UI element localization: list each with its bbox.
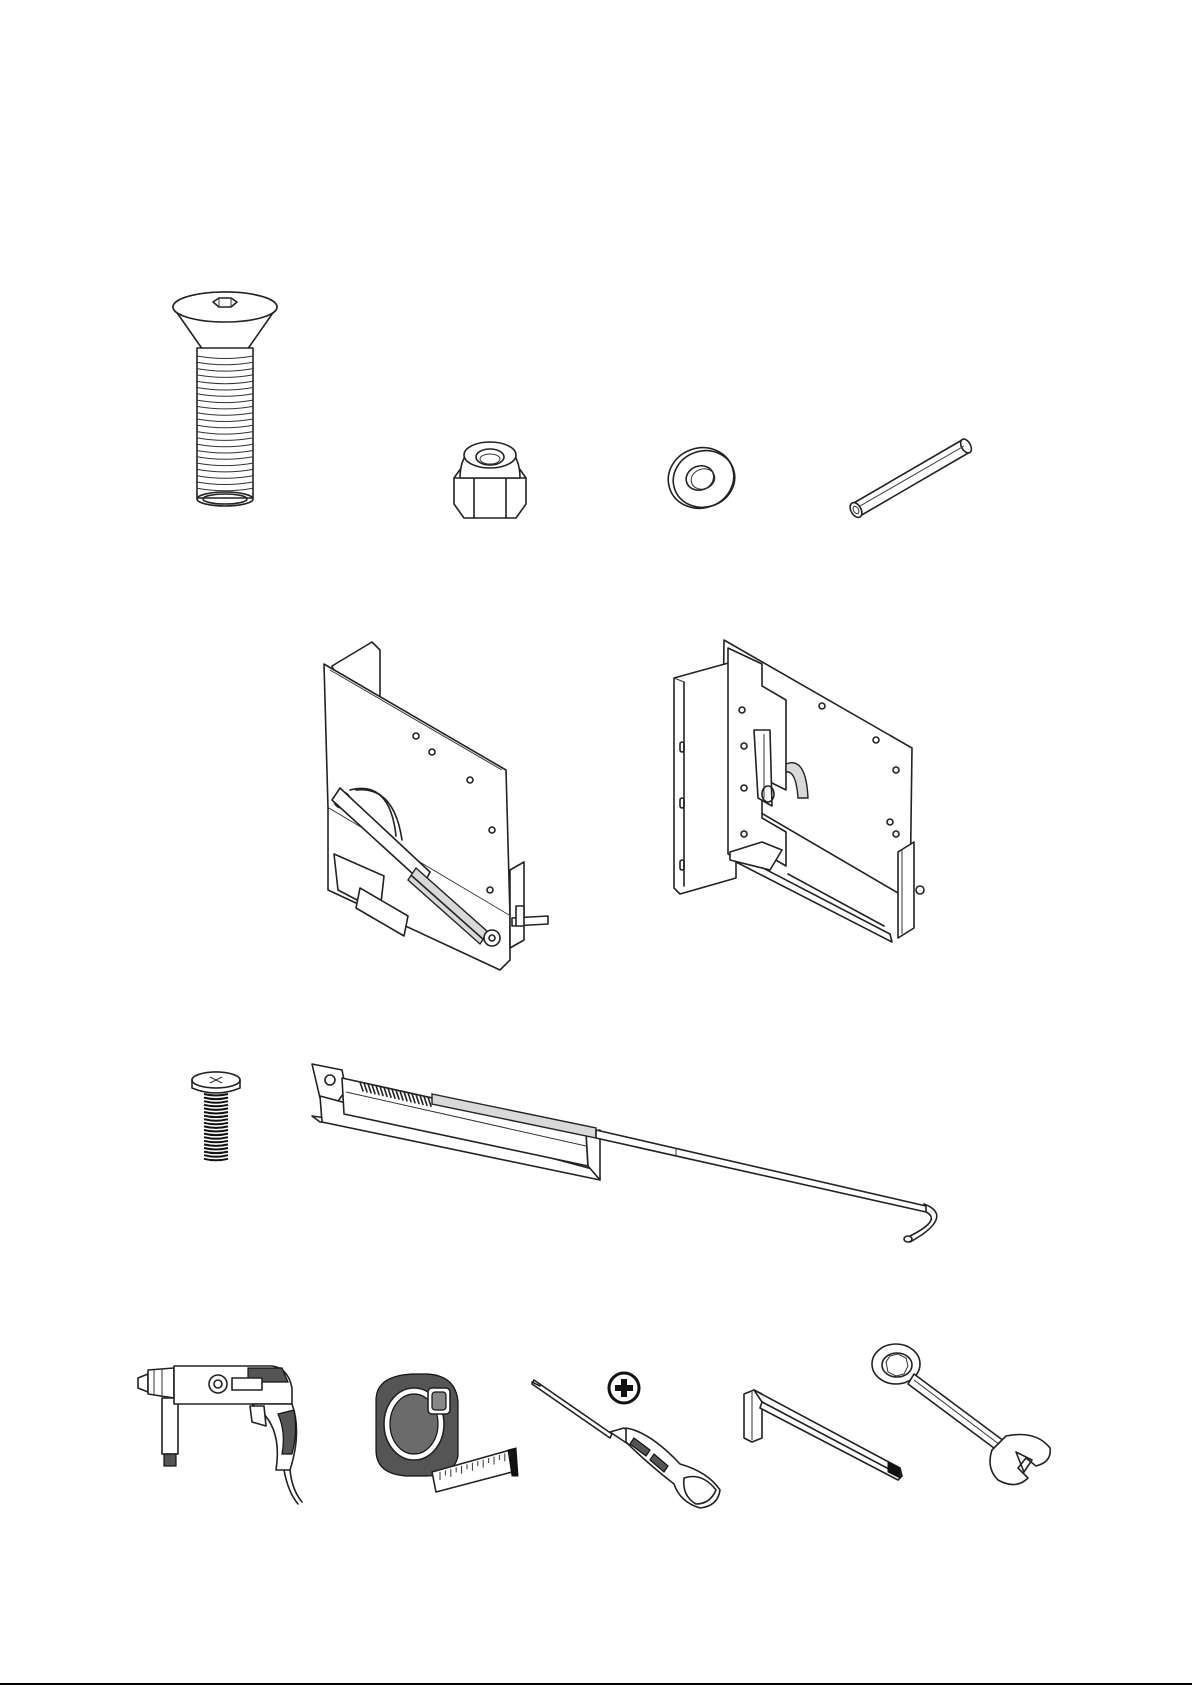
lift-mechanism-left-icon [320, 640, 550, 970]
tape-measure-icon [370, 1372, 520, 1504]
countersunk-bolt-icon [165, 288, 285, 510]
pan-head-screw-icon [186, 1064, 246, 1162]
release-rod-icon [306, 1060, 942, 1260]
dowel-pin-icon [846, 432, 976, 518]
power-drill-icon [132, 1362, 322, 1507]
washer-icon [664, 440, 740, 512]
phillips-screwdriver-icon [530, 1372, 730, 1507]
lift-mechanism-right-icon [670, 638, 920, 950]
lock-nut-icon [450, 438, 530, 520]
combination-wrench-icon [866, 1340, 1056, 1490]
